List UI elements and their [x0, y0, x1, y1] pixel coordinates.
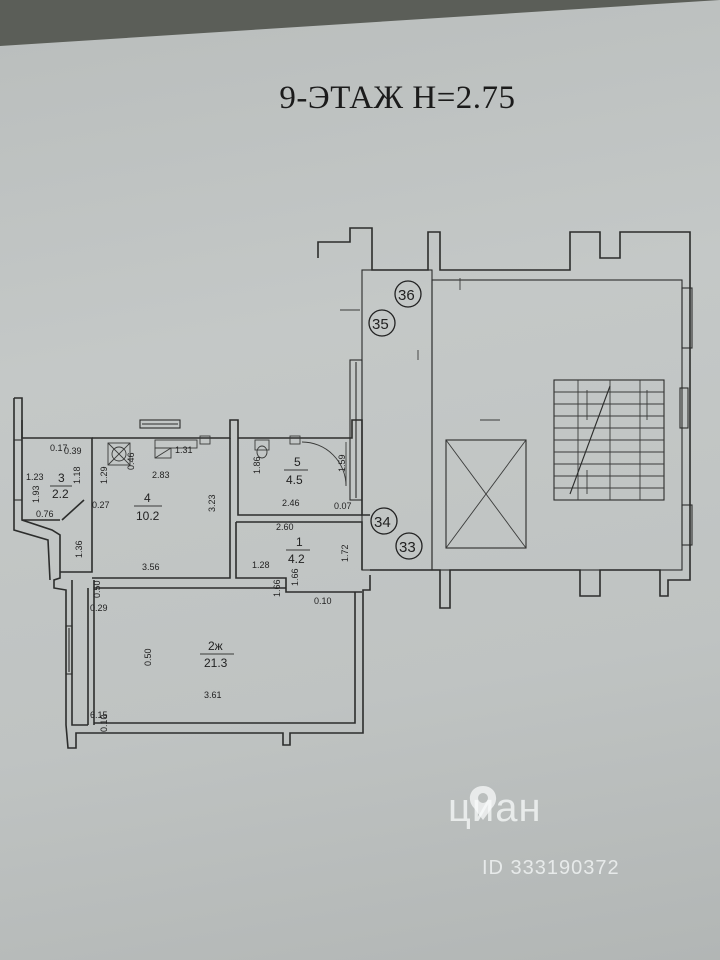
apartment-walls: [13, 397, 371, 749]
axis-markers: 36 35 34 33: [368, 280, 423, 560]
marker-34: 34: [374, 514, 391, 531]
building-core: [317, 227, 691, 609]
location-pin-icon: [469, 786, 497, 820]
room-5-number: 5: [294, 455, 301, 469]
dim-1-18: 1.18: [72, 466, 82, 484]
dim-0-50-b: 1.66: [272, 579, 282, 597]
room-4-area: 10.2: [136, 509, 160, 523]
dim-0-39: 0.39: [64, 446, 82, 456]
dim-1-31: 1.31: [175, 445, 193, 455]
marker-36: 36: [398, 287, 415, 304]
room-2-area: 21.3: [204, 656, 228, 670]
dim-0-17: 0.17: [50, 443, 68, 453]
room-1-number: 1: [296, 535, 303, 549]
room-5-area: 4.5: [286, 473, 303, 487]
dim-1-86: 1.86: [252, 456, 262, 474]
dim-0-10-top: 0.29: [90, 603, 108, 613]
dim-1-23: 1.23: [26, 472, 44, 482]
dim-0-12: 0.10: [99, 714, 109, 732]
door-mark: [61, 499, 85, 521]
dim-0-50: 1.66: [290, 568, 300, 586]
dim-6-15: 3.61: [204, 690, 222, 700]
room-labels: 3 2.2 4 10.2 5 4.5 1 4.2 2ж 21.3: [50, 455, 310, 670]
dim-3-61: 0.50: [143, 648, 153, 666]
dim-0-27: 0.27: [92, 500, 110, 510]
room-4-number: 4: [144, 491, 151, 505]
dim-0-07: 0.07: [334, 501, 352, 511]
fixtures: [107, 435, 347, 487]
dim-1-93: 1.93: [31, 485, 41, 503]
dimension-labels: 0.17 0.39 1.23 1.93 1.18 0.76 0.27 1.29 …: [26, 443, 352, 732]
window-marks: [13, 287, 693, 675]
room-3-area: 2.2: [52, 487, 69, 501]
dim-2-46: 2.46: [282, 498, 300, 508]
dim-0-10-bottom: 6.15: [90, 710, 108, 720]
dim-1-29: 1.29: [99, 466, 109, 484]
room-1-area: 4.2: [288, 552, 305, 566]
marker-33: 33: [399, 539, 416, 556]
dim-2-60: 2.60: [276, 522, 294, 532]
room-2-number: 2ж: [208, 639, 223, 653]
dim-1-72: 1.72: [340, 544, 350, 562]
marker-35: 35: [372, 316, 389, 333]
room-3-number: 3: [58, 471, 65, 485]
dim-1-66: 0.10: [314, 596, 332, 606]
dim-0-76: 0.76: [36, 509, 54, 519]
watermark-id: ID 333190372: [482, 857, 620, 879]
dim-0-29: 0.50: [92, 580, 102, 598]
dim-1-28: 1.28: [252, 560, 270, 570]
dim-2-83: 2.83: [152, 470, 170, 480]
dim-3-23: 3.23: [207, 494, 217, 512]
dim-1-36: 1.36: [74, 540, 84, 558]
dim-3-56: 3.56: [142, 562, 160, 572]
floor-title: 9-ЭТАЖ H=2.75: [279, 80, 516, 116]
watermark-brand: циан: [448, 786, 542, 830]
dim-1-59: 1.59: [337, 454, 347, 472]
dim-0-46: 0.46: [126, 452, 136, 470]
